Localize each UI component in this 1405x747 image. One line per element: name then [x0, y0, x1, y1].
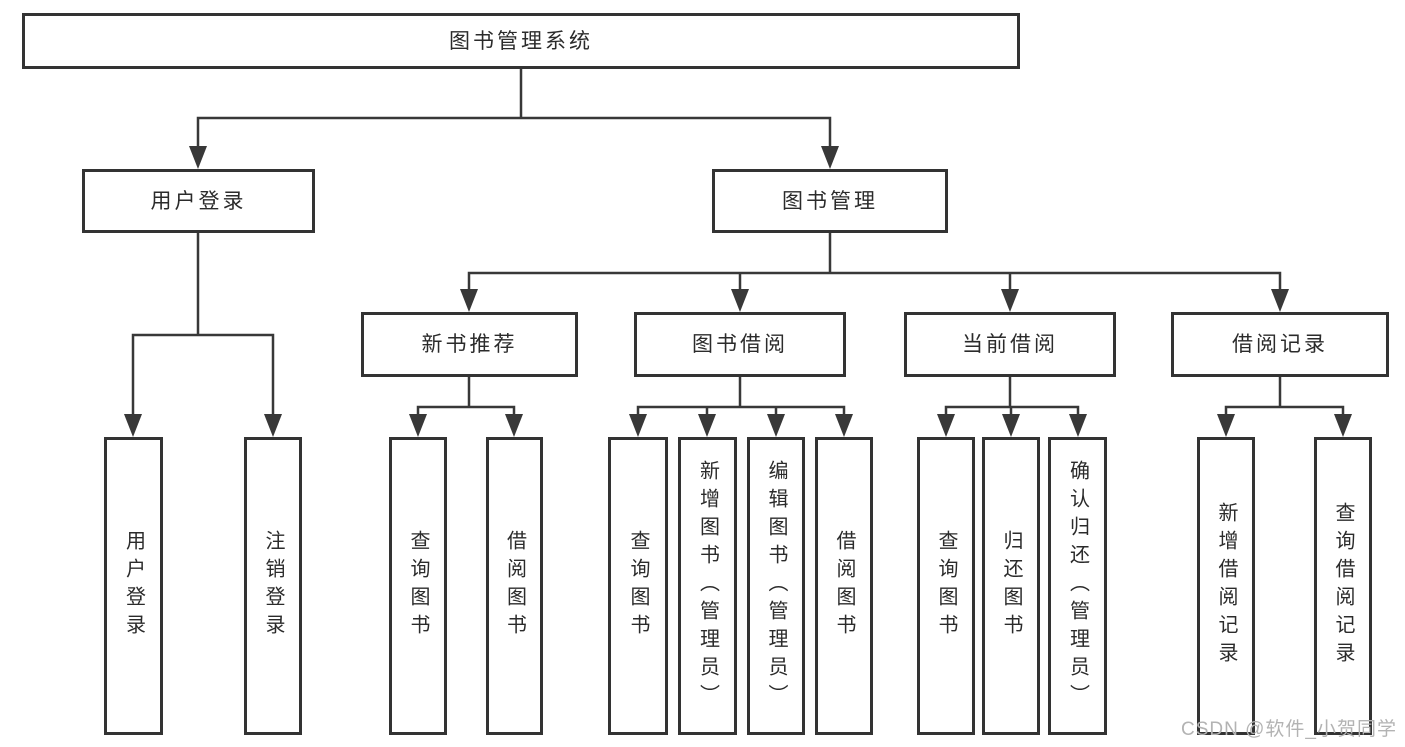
leaf-record-query-record: 查询借阅记录	[1314, 437, 1372, 735]
leaf-current-return-books-label: 归还图书	[1000, 530, 1022, 642]
leaf-current-query-books: 查询图书	[917, 437, 975, 735]
leaf-borrow-add-books-admin: 新增图书（管理员）	[678, 437, 737, 735]
arrowhead-icons	[124, 146, 1352, 437]
leaf-newbook-borrow-books: 借阅图书	[486, 437, 543, 735]
node-new-book-recommend: 新书推荐	[361, 312, 578, 377]
node-book-borrowing-label: 图书借阅	[692, 333, 788, 356]
leaf-borrow-query-books: 查询图书	[608, 437, 668, 735]
node-library-system-label: 图书管理系统	[449, 29, 593, 53]
node-book-management: 图书管理	[712, 169, 948, 233]
node-current-borrowing: 当前借阅	[904, 312, 1116, 377]
node-book-management-label: 图书管理	[782, 189, 878, 213]
leaf-current-return-books: 归还图书	[982, 437, 1040, 735]
node-current-borrowing-label: 当前借阅	[962, 333, 1058, 356]
leaf-record-query-record-label: 查询借阅记录	[1332, 502, 1354, 670]
leaf-current-confirm-return-admin-label: 确认归还（管理员）	[1066, 460, 1089, 712]
leaf-borrow-edit-books-admin: 编辑图书（管理员）	[747, 437, 805, 735]
csdn-watermark: CSDN @软件_小贺同学	[1181, 719, 1397, 740]
leaf-user-login: 用户登录	[104, 437, 163, 735]
leaf-user-login-label: 用户登录	[122, 530, 145, 642]
leaf-newbook-query-books: 查询图书	[389, 437, 447, 735]
leaf-newbook-borrow-books-label: 借阅图书	[503, 530, 526, 642]
node-user-login: 用户登录	[82, 169, 315, 233]
node-book-borrowing: 图书借阅	[634, 312, 846, 377]
leaf-logout-label: 注销登录	[262, 530, 284, 642]
leaf-borrow-borrow-books-label: 借阅图书	[833, 530, 855, 642]
node-user-login-label: 用户登录	[150, 189, 247, 213]
leaf-borrow-query-books-label: 查询图书	[627, 530, 649, 642]
leaf-newbook-query-books-label: 查询图书	[407, 530, 429, 642]
leaf-record-add-record: 新增借阅记录	[1197, 437, 1255, 735]
node-library-system: 图书管理系统	[22, 13, 1020, 69]
node-new-book-recommend-label: 新书推荐	[421, 333, 518, 356]
leaf-borrow-edit-books-admin-label: 编辑图书（管理员）	[765, 460, 787, 712]
leaf-borrow-borrow-books: 借阅图书	[815, 437, 873, 735]
leaf-logout: 注销登录	[244, 437, 302, 735]
node-borrow-records-label: 借阅记录	[1232, 333, 1328, 356]
leaf-current-query-books-label: 查询图书	[935, 530, 957, 642]
node-borrow-records: 借阅记录	[1171, 312, 1389, 377]
leaf-current-confirm-return-admin: 确认归还（管理员）	[1048, 437, 1107, 735]
leaf-borrow-add-books-admin-label: 新增图书（管理员）	[696, 460, 719, 712]
leaf-record-add-record-label: 新增借阅记录	[1215, 502, 1237, 670]
